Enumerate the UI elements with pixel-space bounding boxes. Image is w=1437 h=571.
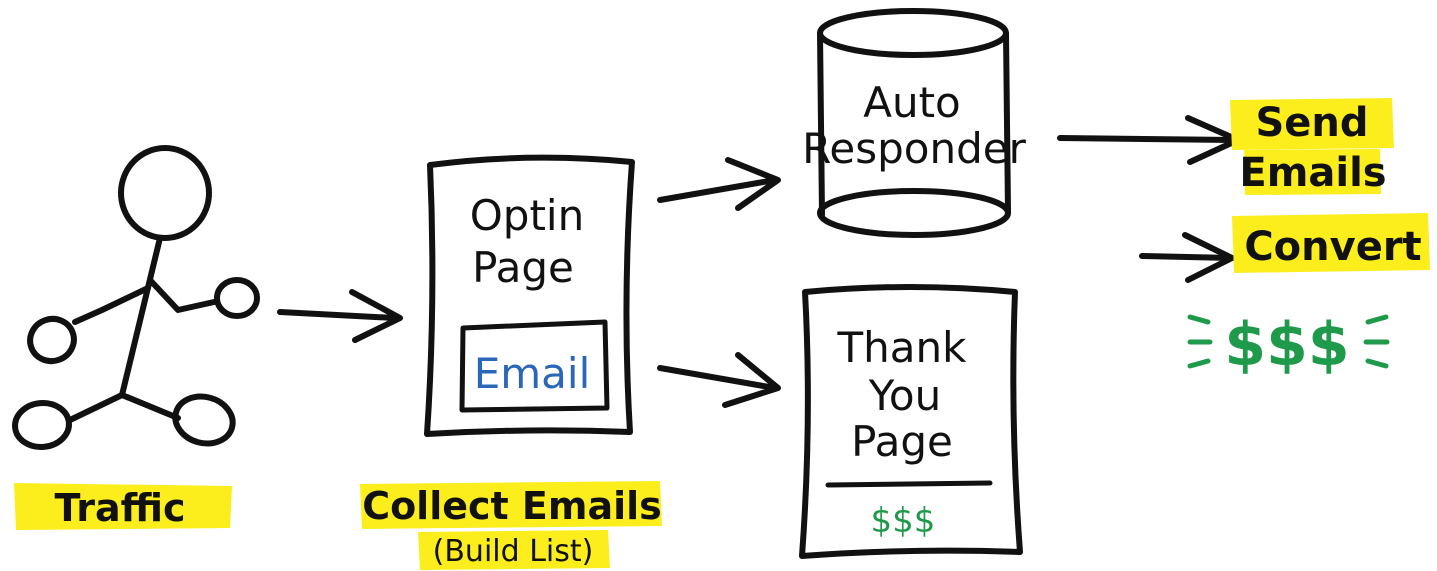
- arrow-optin-to-thankyou: [657, 352, 781, 408]
- thankyou-line1: Thank: [837, 323, 968, 372]
- convert-label: Convert: [1232, 213, 1430, 273]
- send-emails-label: Send Emails: [1230, 98, 1394, 196]
- traffic-label: Traffic: [14, 483, 232, 530]
- money-text: $$$: [1224, 310, 1349, 380]
- send-text: Send: [1255, 100, 1368, 146]
- money-graphic: $$$: [1187, 310, 1390, 380]
- traffic-text: Traffic: [54, 486, 185, 530]
- emails-text: Emails: [1239, 150, 1386, 196]
- stick-figure-icon: [12, 145, 260, 451]
- arrow-optin-to-autoresponder: [657, 157, 781, 211]
- thankyou-line3: Page: [851, 417, 953, 466]
- arrow-traffic-to-optin: [277, 289, 403, 343]
- autoresponder-line2: Responder: [802, 124, 1026, 173]
- email-field: Email: [474, 349, 591, 398]
- thank-you-page: Thank You Page $$$: [799, 284, 1023, 559]
- optin-title-line2: Page: [472, 243, 574, 292]
- optin-page: Optin Page Email: [424, 154, 635, 437]
- thankyou-line2: You: [868, 371, 941, 420]
- collect-emails-text: Collect Emails: [362, 484, 662, 528]
- thankyou-money: $$$: [871, 501, 936, 541]
- arrow-autoresponder-to-send: [1057, 115, 1241, 165]
- arrow-to-convert: [1139, 232, 1235, 283]
- autoresponder-line1: Auto: [863, 78, 961, 127]
- optin-title-line1: Optin: [470, 191, 584, 240]
- build-list-text: (Build List): [433, 534, 594, 569]
- collect-emails-label: Collect Emails (Build List): [360, 481, 662, 570]
- convert-text: Convert: [1244, 224, 1421, 270]
- autoresponder-database-icon: Auto Responder: [802, 8, 1027, 238]
